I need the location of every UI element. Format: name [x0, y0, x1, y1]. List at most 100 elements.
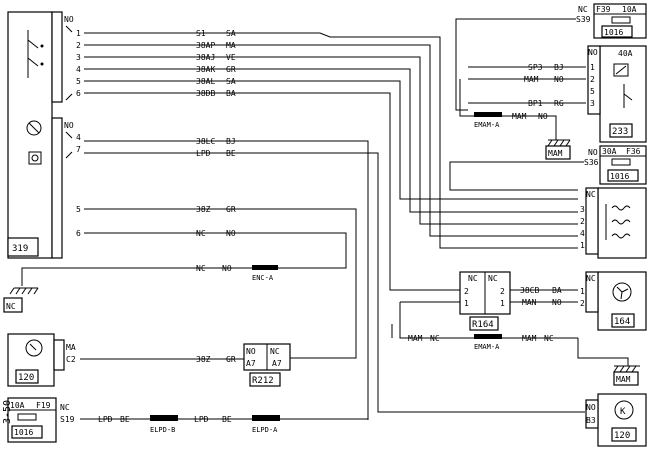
fan-pin-1: 1: [580, 287, 585, 296]
sensor-120-right-label: 120: [614, 431, 630, 441]
svg-text:K: K: [620, 407, 626, 417]
sensor-120-left-connector: [53, 339, 65, 371]
wire-lpd-bottom-2-code: LPD: [194, 415, 209, 424]
fuse-f36-box-label: 1016: [610, 172, 629, 181]
fuse-f39-terminal: S39: [576, 15, 591, 24]
fuse-f39-box-label: 1016: [604, 28, 623, 37]
resistor-pin-3: 3: [580, 205, 585, 214]
wire-38lc-color: BJ: [226, 137, 236, 146]
relay-233-label-box: [609, 123, 633, 138]
fuse-f19-box-id: [11, 425, 43, 439]
resistor-block: [597, 187, 647, 259]
connector-emam-a-mid: [474, 334, 502, 339]
wire6-code: 38DB: [196, 89, 215, 98]
wire-38lc: [84, 140, 369, 420]
r164-pin-1a: 1: [464, 299, 469, 308]
wire-bp1-code: BP1: [528, 99, 543, 108]
connector-enc-a-label: ENC-A: [252, 274, 274, 282]
wire-38z-color: GR: [226, 205, 236, 214]
pin-319-6-low: 6: [76, 229, 81, 238]
relay-233-pin-2: 2: [590, 75, 595, 84]
r212-pin-a7-right: A7: [272, 359, 282, 368]
r212-label-box: [249, 372, 281, 387]
bracket-top: [65, 25, 73, 101]
wire-ground-mid-drop: [577, 338, 629, 366]
wire-nc-color: NO: [226, 229, 236, 238]
fuse-f19-pin: NC: [60, 403, 70, 412]
ground-left-no: NO: [222, 264, 232, 273]
fuse-f36-box-id: [607, 169, 639, 182]
pin-319-5-low: 5: [76, 205, 81, 214]
ground-mid-label-box: [613, 371, 639, 386]
sensor-120-right-pin-no: NO: [586, 403, 596, 412]
r164-label: R164: [472, 320, 494, 330]
ground-233-icon: [547, 139, 571, 147]
fuse-f19-name: F19: [36, 401, 51, 410]
wire-233-ground: [459, 79, 557, 140]
wire-man-color: NO: [552, 298, 562, 307]
ground-mid-label: MAM: [616, 375, 631, 384]
ground-icon: [9, 287, 39, 295]
r164-pin-nc-right: NC: [488, 274, 498, 283]
wire-nc-code: NC: [196, 229, 206, 238]
wire-38z: [84, 208, 357, 359]
connector-emam-a-top: [474, 112, 502, 117]
lamp-icon: [26, 120, 42, 136]
ground-233-color: NO: [538, 112, 548, 121]
wire-lpd-bottom-1-color: BE: [120, 415, 130, 424]
ground-left-label-box: [3, 297, 23, 313]
pin-319-5: 5: [76, 77, 81, 86]
fuse-f39-icon: [611, 16, 631, 24]
fuse-f19-rating: 10A: [10, 401, 25, 410]
sensor-120-left-label: 120: [18, 373, 34, 383]
sensor-gauge-icon: [25, 339, 43, 357]
wire1-color: SA: [226, 29, 236, 38]
connector-319-top: [51, 11, 63, 103]
fuse-f36-name: F36: [626, 147, 641, 156]
pin-319-6: 6: [76, 89, 81, 98]
wire2-code: 38AP: [196, 41, 215, 50]
sensor-120-left-label-box: [15, 369, 39, 384]
wire-38lc-code: 38LC: [196, 137, 215, 146]
fan-164-connector: [585, 271, 599, 313]
connector-emam-a-mid-label: EMAM-A: [474, 343, 500, 351]
connector-enc-a: [252, 265, 278, 270]
relay-233-rating: 40A: [618, 49, 633, 58]
wire-38cb-color: BA: [552, 286, 562, 295]
ground-left-nc: NC: [196, 264, 206, 273]
wire-bp1-color: RG: [554, 99, 564, 108]
pin-319-2: 2: [76, 41, 81, 50]
relay-233-pin-no: NO: [588, 48, 598, 57]
sensor-120-left-pin-c2: C2: [66, 355, 76, 364]
resistor-pin-2: 2: [580, 217, 585, 226]
wire-38z-r212-color: GR: [226, 355, 236, 364]
relay-233-label: 233: [612, 127, 628, 137]
connector-319-bottom: [51, 117, 63, 259]
wire-lpd-bottom-1-code: LPD: [98, 415, 113, 424]
wire-sp3-code: SP3: [528, 63, 543, 72]
ground-mid-left-wire: MAM: [408, 334, 423, 343]
resistor-pin-4: 4: [580, 229, 585, 238]
pin-319-1: 1: [76, 29, 81, 38]
wire-lpd: [84, 152, 585, 413]
r164-pin-nc-left: NC: [468, 274, 478, 283]
connector-elpd-a-label: ELPD-A: [252, 426, 278, 434]
ground-left-label: NC: [6, 302, 16, 311]
wire-man-code: MAN: [522, 298, 537, 307]
ground-mid-right-wire: MAM: [522, 334, 537, 343]
fan-164-label-box: [611, 313, 635, 328]
r212-pin-nc: NC: [270, 347, 280, 356]
panel-319-label-box: [7, 237, 39, 257]
sensor-120-right-label-box: [611, 427, 637, 442]
pin-319-3: 3: [76, 53, 81, 62]
sensor-k-icon: K: [614, 400, 634, 420]
resistor-coil-icon: [605, 204, 631, 240]
wire4-code: 38AK: [196, 65, 215, 74]
ground-mid-left-color: NC: [430, 334, 440, 343]
r164-label-box: [469, 316, 499, 331]
panel-319-label: 319: [12, 244, 28, 254]
wire4-color: GR: [226, 65, 236, 74]
wire-38z-r212-code: 38Z: [196, 355, 211, 364]
